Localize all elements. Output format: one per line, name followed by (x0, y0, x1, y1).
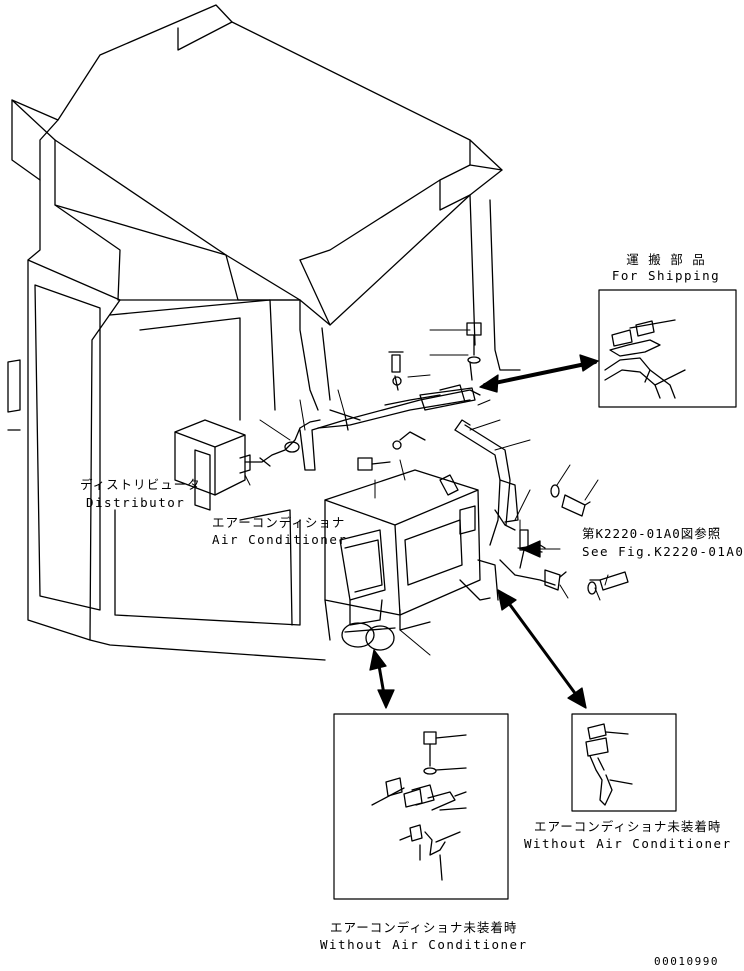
distributor-label-en: Distributor (86, 495, 186, 510)
without-ac-right-label-jp: エアーコンディショナ未装着時 (534, 819, 722, 834)
shipping-label-jp: 運 搬 部 品 (626, 252, 706, 267)
distributor-label-jp: ディストリビュータ (80, 477, 201, 492)
distributor-unit (174, 419, 321, 511)
without-ac-bottom-label-jp: エアーコンディショナ未装着時 (330, 920, 518, 935)
reference-label-en: See Fig.K2220-01A0 (582, 544, 744, 559)
drawing-number: 00010990 (654, 955, 719, 968)
reference-arrows (369, 354, 599, 709)
reference-label-jp: 第K2220-01A0図参照 (582, 526, 722, 541)
air-conditioner-unit (324, 469, 499, 651)
inset-without-ac-bottom (333, 713, 509, 900)
inset-for-shipping (598, 289, 737, 408)
shipping-label-en: For Shipping (611, 268, 721, 283)
operator-cab (7, 4, 521, 661)
without-ac-right-label-en: Without Air Conditioner (524, 836, 732, 851)
wiring-harness (299, 322, 519, 546)
inset-without-ac-right (571, 713, 677, 812)
aircon-label-en: Air Conditioner (212, 532, 348, 547)
leader-lines (244, 329, 609, 656)
without-ac-bottom-label-en: Without Air Conditioner (320, 937, 528, 952)
aircon-label-jp: エアーコンディショナ (212, 515, 346, 530)
